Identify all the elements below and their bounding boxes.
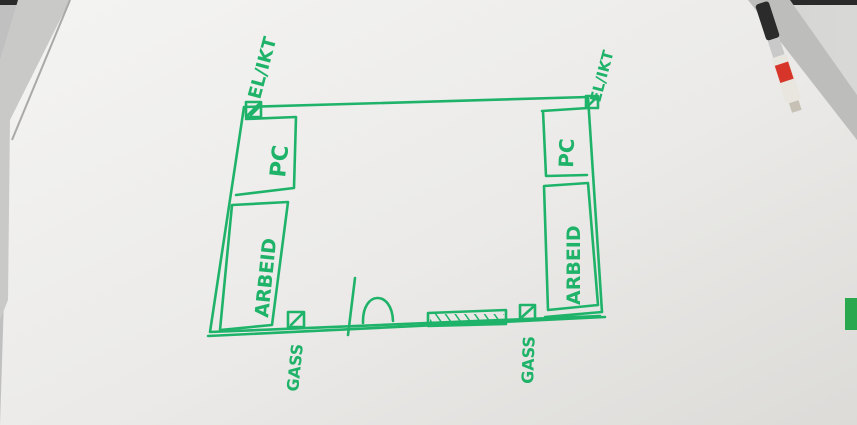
door-post [346,276,357,337]
label-pc-right: PC [554,138,579,168]
green-object [845,298,857,330]
radiator [426,308,508,328]
label-gass-left: GASS [283,343,307,393]
room-sketch [206,94,607,338]
pc-desk-left [234,115,298,197]
label-pc-left: PC [266,144,294,179]
pc-desk-right [540,106,590,178]
board-frame-line [11,0,71,141]
room-bottom-wall [206,315,607,338]
arbeid-desk-right [542,181,600,312]
label-gass-right: GASS [518,336,539,384]
door-arch [361,296,395,325]
outlet-box-gass-right [518,303,537,321]
board-frame-left [0,0,70,320]
arbeid-desk-left [218,200,290,332]
label-arbeid-right: ARBEID [563,225,585,305]
outlet-box-gass-left [286,310,306,329]
outlet-box-el-left [244,100,263,119]
marker-pen [755,1,802,113]
outlet-box-el-right [584,94,600,110]
radiator-hatching [430,314,504,324]
